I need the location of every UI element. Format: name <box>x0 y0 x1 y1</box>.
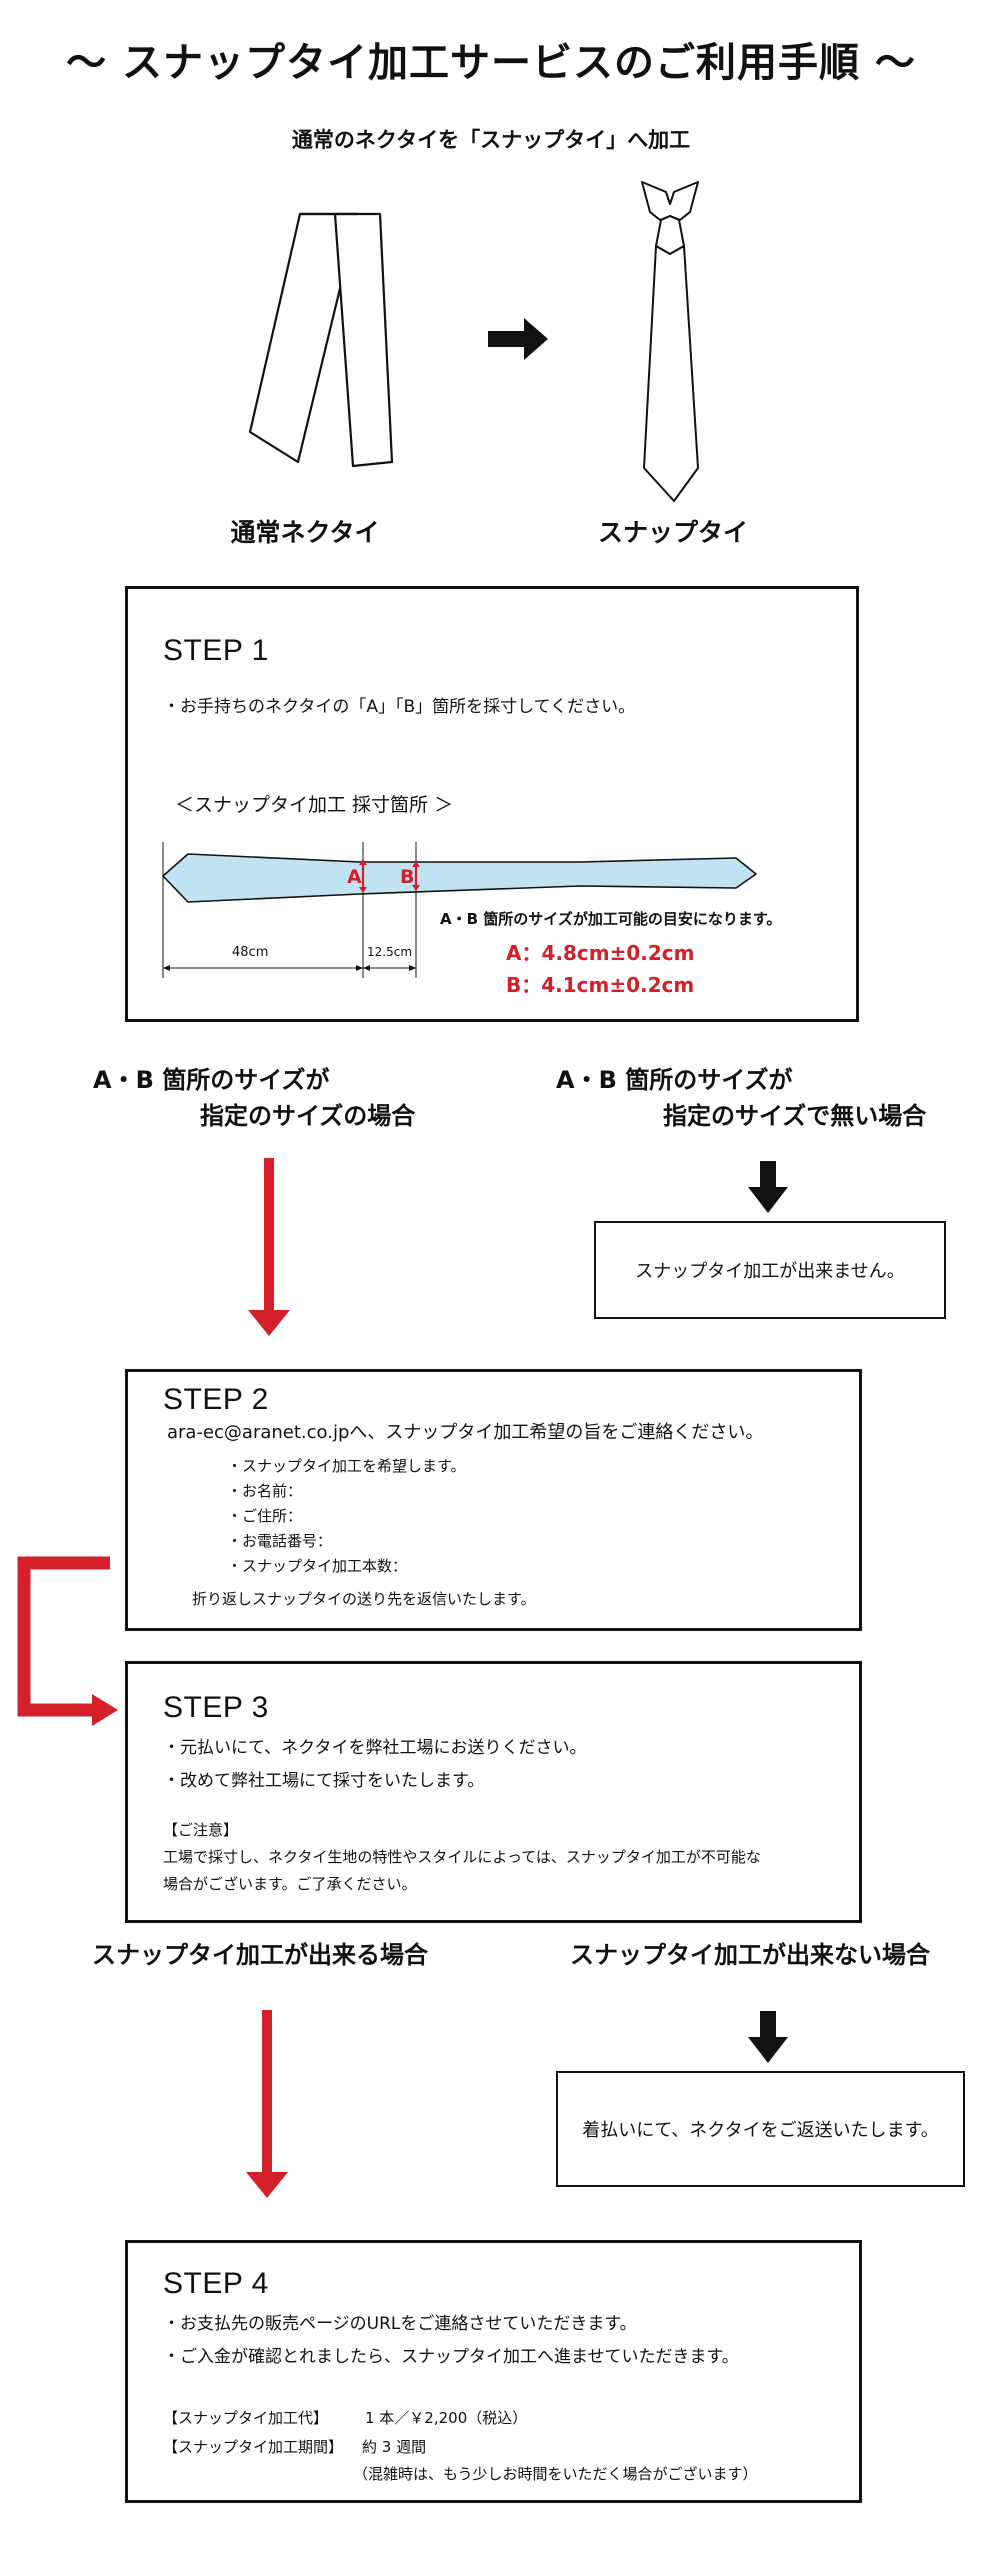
snap-tie-caption: スナップタイ <box>597 518 748 547</box>
label-b: B <box>400 866 415 888</box>
normal-tie-illustration <box>248 212 394 468</box>
size-a: A：4.8cm±0.2cm <box>506 941 695 965</box>
step2-item-address: ・ご住所： <box>227 1507 303 1525</box>
step4-title: STEP 4 <box>163 2267 269 2300</box>
step3-note-head: 【ご注意】 <box>163 1821 239 1839</box>
step4-period-label: 【スナップタイ加工期間】 <box>163 2438 344 2456</box>
step2-title: STEP 2 <box>163 1383 269 1416</box>
branch1-ng-result: スナップタイ加工が出来ません。 <box>594 1221 946 1319</box>
size-b: B：4.1cm±0.2cm <box>506 973 695 997</box>
step1-guide-note: A・B 箇所のサイズが加工可能の目安になります。 <box>440 910 782 928</box>
dimension-48cm: 48cm <box>232 945 269 960</box>
step1-box <box>125 586 859 1022</box>
red-bracket-arrow-icon <box>17 1556 118 1726</box>
step4-period-value: 約 3 週間 <box>362 2438 427 2456</box>
branch2-ng: スナップタイ加工が出来ない場合 <box>570 1941 930 1969</box>
step1-title: STEP 1 <box>163 634 269 667</box>
step2-box <box>125 1369 862 1631</box>
step4-box <box>125 2240 862 2503</box>
step2-item-name: ・お名前： <box>227 1482 303 1500</box>
normal-tie-caption: 通常ネクタイ <box>230 518 380 547</box>
step3-line1: ・元払いにて、ネクタイを弊社工場にお送りください。 <box>163 1738 587 1758</box>
snap-tie-illustration <box>641 181 699 502</box>
step4-fee-value: 1 本／￥2,200（税込） <box>365 2409 528 2427</box>
step4-period-note: （混雑時は、もう少しお時間をいただく場合がございます） <box>353 2465 758 2483</box>
label-a: A <box>347 866 362 888</box>
step2-instruction: ara-ec@aranet.co.jpへ、スナップタイ加工希望の旨をご連絡くださ… <box>167 1422 764 1443</box>
step4-line2: ・ご入金が確認とれましたら、スナップタイ加工へ進ませていただきます。 <box>163 2347 739 2367</box>
branch2-ng-result: 着払いにて、ネクタイをご返送いたします。 <box>556 2071 965 2187</box>
red-down-arrow-icon-2 <box>246 2010 288 2198</box>
tie-measurement-diagram <box>162 842 757 978</box>
step4-fee-label: 【スナップタイ加工代】 <box>163 2409 329 2427</box>
red-down-arrow-icon <box>248 1158 290 1336</box>
black-down-arrow-icon <box>748 1161 788 1213</box>
step3-title: STEP 3 <box>163 1691 269 1724</box>
intro-subtitle: 通常のネクタイを「スナップタイ」へ加工 <box>291 128 691 152</box>
branch1-ng-line2: 指定のサイズで無い場合 <box>663 1102 927 1130</box>
step3-note2: 場合がございます。ご了承ください。 <box>163 1875 417 1893</box>
step4-line1: ・お支払先の販売ページのURLをご連絡させていただきます。 <box>163 2314 637 2334</box>
step1-diagram-title: ＜スナップタイ加工 採寸箇所 ＞ <box>175 794 454 816</box>
step2-item-phone: ・お電話番号： <box>227 1532 333 1550</box>
transform-arrow-icon <box>488 318 548 360</box>
step3-box <box>125 1661 862 1923</box>
black-down-arrow-icon-2 <box>748 2011 788 2063</box>
step1-instruction: ・お手持ちのネクタイの「A」「B」箇所を採寸してください。 <box>163 697 636 717</box>
step2-item-quantity: ・スナップタイ加工本数： <box>227 1557 408 1575</box>
page-title: ～ スナップタイ加工サービスのご利用手順 ～ <box>66 40 916 86</box>
branch2-ok: スナップタイ加工が出来る場合 <box>92 1941 428 1969</box>
step2-footer: 折り返しスナップタイの送り先を返信いたします。 <box>192 1590 536 1608</box>
branch1-ok-line2: 指定のサイズの場合 <box>200 1102 416 1130</box>
branch1-ok-line1: A・B 箇所のサイズが <box>93 1066 330 1094</box>
step3-note1: 工場で採寸し、ネクタイ生地の特性やスタイルによっては、スナップタイ加工が不可能な <box>163 1848 761 1866</box>
step2-item-request: ・スナップタイ加工を希望します。 <box>227 1457 466 1475</box>
step3-line2: ・改めて弊社工場にて採寸をいたします。 <box>163 1771 485 1791</box>
branch1-ng-line1: A・B 箇所のサイズが <box>556 1066 793 1094</box>
dimension-12-5cm: 12.5cm <box>367 945 413 959</box>
